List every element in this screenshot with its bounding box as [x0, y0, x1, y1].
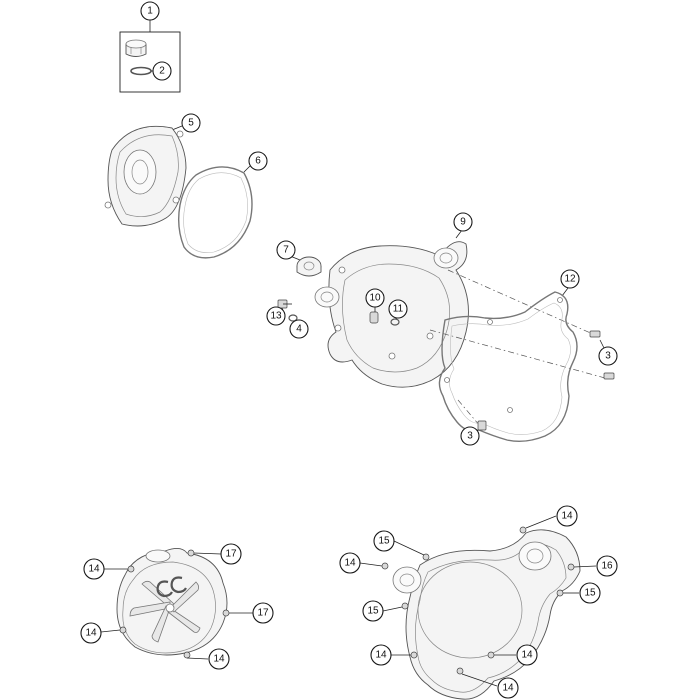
callout-10: 10: [365, 288, 385, 308]
svg-text:4: 4: [296, 324, 302, 335]
callout-4: 4: [289, 319, 309, 339]
svg-text:14: 14: [213, 654, 225, 665]
callout-15: 15: [373, 530, 395, 552]
callout-5: 5: [181, 113, 201, 133]
callout-14: 14: [497, 677, 519, 699]
callout-3-lower: 3: [460, 426, 480, 446]
svg-text:2: 2: [159, 66, 165, 77]
callout-14: 14: [370, 644, 392, 666]
callout-11: 11: [388, 299, 408, 319]
assembly-line: [457, 399, 481, 427]
svg-text:12: 12: [564, 274, 576, 285]
svg-text:15: 15: [378, 536, 390, 547]
svg-text:17: 17: [257, 608, 269, 619]
svg-text:10: 10: [369, 293, 381, 304]
bolt-3: [603, 372, 615, 380]
svg-text:14: 14: [502, 683, 514, 694]
svg-text:3: 3: [605, 351, 611, 362]
svg-text:14: 14: [88, 564, 100, 575]
clutch-cover: [104, 125, 187, 227]
svg-text:14: 14: [375, 650, 387, 661]
callout-15: 15: [362, 600, 384, 622]
svg-text:1: 1: [147, 6, 153, 17]
svg-text:6: 6: [255, 156, 261, 167]
callout-14: 14: [516, 644, 538, 666]
svg-text:3: 3: [467, 431, 473, 442]
filler-plug-kit: [119, 20, 181, 93]
callout-7: 7: [276, 240, 296, 260]
callout-3-upper: 3: [598, 346, 618, 366]
pump-impeller: [289, 255, 322, 277]
dowel-pin: [369, 305, 379, 324]
callout-2: 2: [152, 61, 172, 81]
callout-17: 17: [220, 543, 242, 565]
callout-17: 17: [252, 602, 274, 624]
callout-14: 14: [83, 558, 105, 580]
clutch-cover-assembly: [100, 548, 253, 660]
o-ring: [130, 66, 154, 76]
callout-14: 14: [208, 648, 230, 670]
svg-text:7: 7: [283, 245, 289, 256]
svg-text:14: 14: [521, 650, 533, 661]
svg-text:5: 5: [188, 118, 194, 129]
svg-text:9: 9: [460, 217, 466, 228]
bolt-3: [589, 330, 606, 351]
callout-16: 16: [596, 555, 618, 577]
callout-14: 14: [339, 552, 361, 574]
callout-15: 15: [579, 582, 601, 604]
svg-text:14: 14: [344, 558, 356, 569]
callout-14: 14: [556, 505, 578, 527]
callout-14: 14: [80, 622, 102, 644]
callout-13: 13: [266, 306, 286, 326]
ignition-cover-assembly: [359, 515, 597, 700]
callout-1: 1: [140, 1, 160, 21]
svg-text:14: 14: [561, 511, 573, 522]
crankcase-gasket: [438, 287, 578, 443]
callout-12: 12: [560, 269, 580, 289]
assembly-line: [429, 329, 606, 379]
svg-text:13: 13: [270, 311, 282, 322]
svg-text:15: 15: [584, 588, 596, 599]
svg-text:16: 16: [601, 561, 613, 572]
filler-plug: [125, 39, 147, 57]
clutch-cover-gasket: [177, 165, 253, 259]
svg-text:17: 17: [225, 549, 237, 560]
svg-text:15: 15: [367, 606, 379, 617]
svg-text:11: 11: [393, 304, 404, 315]
callout-9: 9: [453, 212, 473, 232]
callout-6: 6: [248, 151, 268, 171]
svg-text:14: 14: [85, 628, 97, 639]
